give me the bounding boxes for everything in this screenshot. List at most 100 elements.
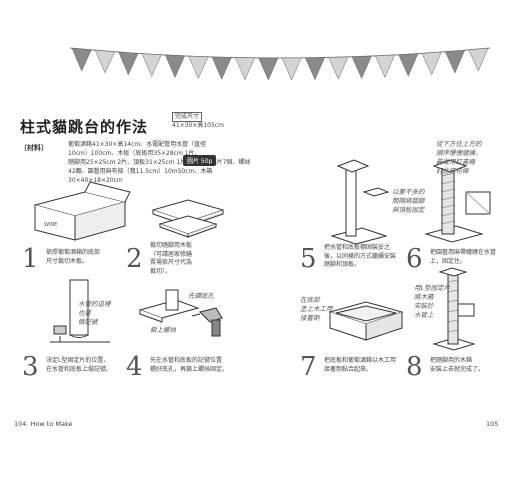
bunting-flag <box>468 47 489 72</box>
right-folio: 105 <box>486 420 498 428</box>
materials-label: 〔材料〕 <box>20 144 48 152</box>
left-folio: 104 How to Make <box>14 420 73 428</box>
page-title: 柱式貓跳台的作法 <box>20 118 149 136</box>
step4-line: 鑽好底孔，再鎖上螺絲固定。 <box>150 365 229 373</box>
step5-description: 把水管和底板棚固裝妥之 後，以同樣的方式繼續安裝 踏腳和頂板。 <box>324 244 396 270</box>
bunting-flag <box>281 57 302 81</box>
step7-note: 在底部 塗上木工用 接著劑 <box>300 296 333 323</box>
step8-description: 把踏腳用的木箱 安裝上去就完成了。 <box>430 357 484 374</box>
step6-description: 把園藝用麻帶纏繞在水管 上，固定住。 <box>430 249 496 266</box>
step4-screw-note-line: 鎖上螺絲 <box>150 326 176 334</box>
step8-line: 安裝上去就完成了。 <box>430 365 485 373</box>
bunting-flag <box>188 55 209 80</box>
step5-note-line: 間隔將踏腳 <box>392 197 425 205</box>
finished-size-label: 完成尺寸 <box>172 112 203 122</box>
step3-note-line: 做記號 <box>78 318 98 326</box>
bunting-flag <box>351 55 372 80</box>
bunting-flag <box>374 54 396 79</box>
finished-size: 完成尺寸 41×30×高105cm <box>172 112 224 130</box>
bunting-flag <box>398 53 419 77</box>
step5-line: 後，以同樣的方式繼續安裝 <box>324 252 397 260</box>
materials-line: 10cm）100cm、木板（底板用35×28cm 1片、 <box>68 150 201 157</box>
step8-note-line: 用L型固定片 <box>414 284 451 292</box>
step5-note-line: 與頂板固定 <box>392 206 425 214</box>
drawing-badge: 圖片 50p <box>183 155 217 166</box>
step6-note-line: 最後用釘書機 <box>436 158 475 166</box>
step3-note-line: 水管的這裡 <box>78 300 111 308</box>
step2-line: 裁切踏腳用木板 <box>150 242 193 249</box>
step3-pipe-illustration <box>50 279 110 343</box>
step7-line: 接著劑黏合起來。 <box>324 365 373 373</box>
bunting-flag <box>304 57 326 81</box>
step2-line: （可請居家修繕 <box>150 250 193 258</box>
bunting-flag <box>421 51 442 76</box>
step3-line: 在水管和底板上做記號。 <box>46 365 113 373</box>
step7-description: 把底板和葡萄酒箱以木工用 接著劑黏合起來。 <box>324 357 396 374</box>
step2-line: 裁切）。 <box>150 267 172 275</box>
step7-note-line: 在底部 <box>300 296 320 304</box>
step1-line: 尺寸裁切木板。 <box>46 257 89 265</box>
step2-line: 賣場依尺寸代為 <box>150 259 193 266</box>
step6-note-line: 從下方往上方的 <box>436 140 482 148</box>
bunting-flag <box>94 49 116 74</box>
step7-line: 把底板和葡萄酒箱以木工用 <box>324 357 397 364</box>
step3-note: 水管的這裡 也要 做記號 <box>78 300 111 327</box>
step8-note-line: 水管上 <box>414 311 434 319</box>
step1-description: 依照葡萄酒箱的底部 尺寸裁切木板。 <box>46 249 100 266</box>
step2-boards-illustration <box>151 199 225 238</box>
step6-line: 把園藝用麻帶纏繞在水管 <box>430 249 497 256</box>
step6-note-line: 順序慢慢纏繞， <box>436 149 482 157</box>
step7-tray-illustration <box>328 301 404 341</box>
step5-line: 把水管和底板棚固裝妥之 <box>324 244 391 251</box>
step3-line: 決定L型固定片的位置， <box>46 357 110 364</box>
materials-list: 葡萄酒箱41×30×高14cm、水電配管用水管（直徑 10cm）100cm、木板… <box>68 140 253 185</box>
bunting-flag <box>258 57 279 81</box>
step6-note-line: 釘住麻布條 <box>436 167 469 175</box>
step7-note-line: 接著劑 <box>300 314 320 322</box>
right-page-number: 105 <box>486 420 499 428</box>
bunting-flag <box>444 49 466 74</box>
step4-number: 4 <box>126 352 143 382</box>
step5-note-line: 以差不多的 <box>392 188 425 196</box>
bunting-flag <box>164 54 186 79</box>
step8-line: 把踏腳用的木箱 <box>430 357 473 364</box>
bunting-flag <box>141 53 162 77</box>
svg-text:WINE: WINE <box>44 222 57 228</box>
step3-description: 決定L型固定片的位置， 在水管和底板上做記號。 <box>46 357 112 374</box>
step4-line: 先在水管和底板的記號位置 <box>150 357 223 364</box>
bunting-flag <box>211 56 232 80</box>
step3-note-line: 也要 <box>78 309 91 317</box>
step3-number: 3 <box>22 352 39 382</box>
bunting-flag <box>328 56 349 80</box>
step5-post-illustration <box>330 159 390 245</box>
bunting-flag <box>234 57 256 81</box>
step4-drill-note-line: 先鑽底孔 <box>188 292 214 300</box>
step5-line: 踏腳和頂板。 <box>324 261 361 268</box>
step4-description: 先在水管和底板的記號位置 鑽好底孔，再鎖上螺絲固定。 <box>150 357 228 374</box>
step6-number: 6 <box>406 244 423 274</box>
step8-note-line: 將木箱 <box>414 293 434 301</box>
step6-line: 上，固定住。 <box>430 257 467 265</box>
step1-line: 依照葡萄酒箱的底部 <box>46 249 101 256</box>
step1-number: 1 <box>22 244 39 274</box>
step7-note-line: 塗上木工用 <box>300 305 333 313</box>
bunting-flag <box>118 51 139 76</box>
step8-finished-tower-illustration <box>432 267 476 351</box>
left-page-number: 104 <box>14 420 27 428</box>
materials-line: 42顆、園藝用麻布條（寬11.5cm）10m50cm、木箱30×40×18×20… <box>68 168 213 184</box>
step2-description: 裁切踏腳用木板 （可請居家修繕 賣場依尺寸代為 裁切）。 <box>150 242 192 276</box>
materials-line: 踏腳用25×25cm 2片、頂板31×25cm 1片）、L型固定片7個、螺絲 <box>68 159 251 166</box>
step8-note: 用L型固定片 將木箱 安裝於 水管上 <box>414 284 450 320</box>
step4-drill-note: 先鑽底孔 <box>188 292 214 301</box>
step6-wrapped-post-illustration <box>424 159 491 243</box>
step4-screw-note: 鎖上螺絲 <box>150 326 176 335</box>
bunting-decoration <box>70 47 490 81</box>
step4-drill-illustration <box>138 289 223 337</box>
step8-note-line: 安裝於 <box>414 302 434 310</box>
left-folio-text: How to Make <box>30 420 73 428</box>
step5-number: 5 <box>300 244 317 274</box>
step2-number: 2 <box>126 244 143 274</box>
bunting-flag <box>71 47 92 72</box>
step5-note: 以差不多的 間隔將踏腳 與頂板固定 <box>392 188 425 215</box>
